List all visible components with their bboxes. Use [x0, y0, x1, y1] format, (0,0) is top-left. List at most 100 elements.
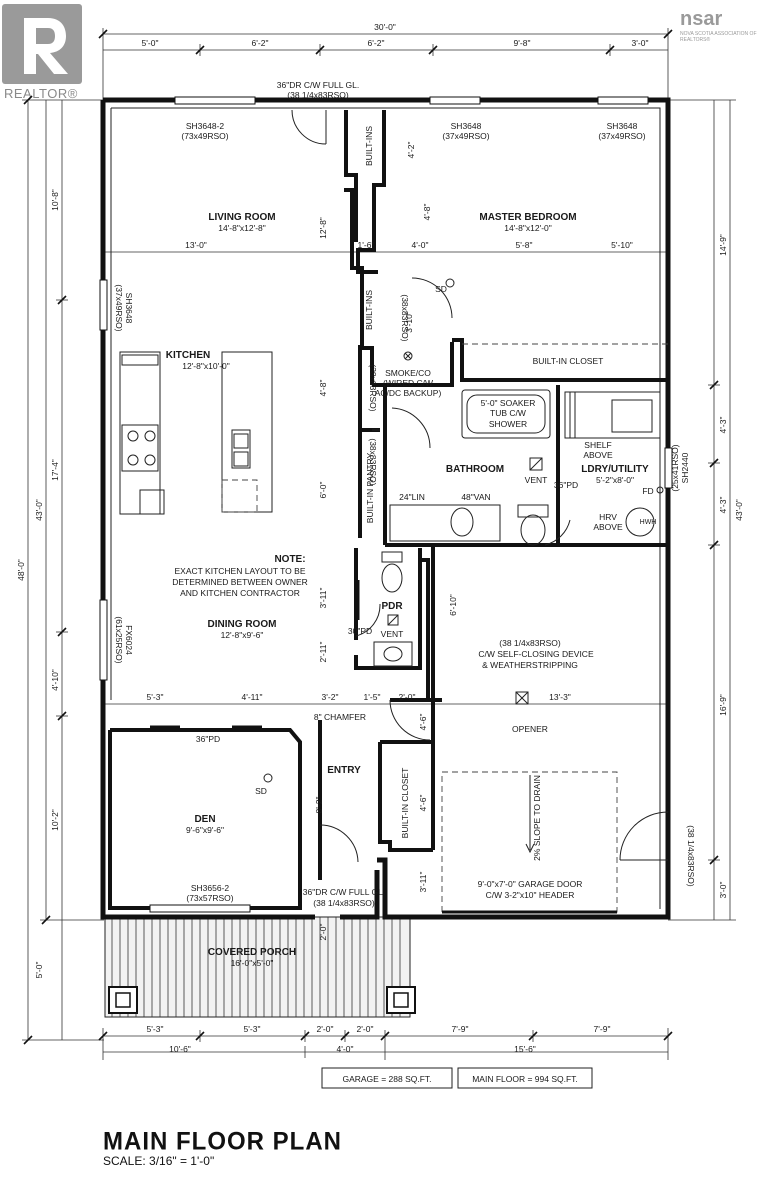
svg-text:16'-9": 16'-9": [718, 694, 728, 716]
toilet-bowl: [520, 514, 546, 546]
svg-text:ABOVE: ABOVE: [593, 522, 623, 532]
svg-text:ABOVE: ABOVE: [583, 450, 613, 460]
smoke-co-detector: [403, 351, 413, 361]
svg-text:(37x49RSO): (37x49RSO): [442, 131, 489, 141]
svg-text:5'-3": 5'-3": [244, 1024, 261, 1034]
covered-porch: [104, 916, 416, 1018]
svg-text:13'-0": 13'-0": [185, 240, 207, 250]
svg-text:AC/DC BACKUP): AC/DC BACKUP): [375, 388, 442, 398]
svg-text:OPENER: OPENER: [512, 724, 548, 734]
svg-text:14'-8"x12'-8": 14'-8"x12'-8": [218, 223, 266, 233]
realtor-logo-mark: [2, 4, 82, 84]
svg-text:5'-3": 5'-3": [147, 692, 164, 702]
vent-icon-pdr: [387, 614, 399, 626]
svg-text:12'-8"x9'-6": 12'-8"x9'-6": [221, 630, 264, 640]
plan-title: MAIN FLOOR PLAN: [103, 1127, 342, 1156]
svg-text:6'-2": 6'-2": [252, 38, 269, 48]
nsar-logo-text: nsar: [680, 8, 723, 30]
svg-text:36"PD: 36"PD: [554, 480, 578, 490]
svg-text:5'-8": 5'-8": [516, 240, 533, 250]
svg-text:(37x49RSO): (37x49RSO): [114, 284, 124, 331]
svg-text:& WEATHERSTRIPPING: & WEATHERSTRIPPING: [482, 660, 578, 670]
svg-text:48'-0": 48'-0": [16, 559, 26, 581]
svg-text:C/W SELF-CLOSING DEVICE: C/W SELF-CLOSING DEVICE: [478, 649, 594, 659]
svg-text:SD: SD: [435, 284, 447, 294]
dining-room-label: DINING ROOM: [208, 619, 277, 630]
svg-text:4'-3": 4'-3": [718, 417, 728, 434]
svg-text:3'-11": 3'-11": [418, 871, 428, 892]
svg-text:8" CHAMFER: 8" CHAMFER: [314, 712, 366, 722]
kitchen-island: [221, 351, 273, 513]
svg-text:BUILT-IN CLOSET: BUILT-IN CLOSET: [533, 356, 604, 366]
svg-text:14'-8"x12'-0": 14'-8"x12'-0": [504, 223, 552, 233]
svg-text:SHOWER: SHOWER: [489, 419, 527, 429]
svg-text:SH3648: SH3648: [607, 121, 638, 131]
svg-text:3'-0": 3'-0": [718, 882, 728, 899]
vanity: [389, 504, 501, 542]
svg-text:7'-9": 7'-9": [452, 1024, 469, 1034]
svg-text:9'-0"x7'-0" GARAGE DOOR: 9'-0"x7'-0" GARAGE DOOR: [478, 879, 583, 889]
svg-text:1'-5": 1'-5": [364, 692, 381, 702]
svg-text:(38 1/4x83RSO): (38 1/4x83RSO): [313, 898, 375, 908]
svg-text:3'-11": 3'-11": [318, 587, 328, 608]
den-label: DEN: [194, 814, 215, 825]
svg-text:BUILT-IN PANTRY: BUILT-IN PANTRY: [365, 452, 375, 523]
door-swings: [291, 109, 669, 863]
svg-text:3'-2": 3'-2": [322, 692, 339, 702]
svg-text:(38x83RSO): (38x83RSO): [400, 294, 410, 341]
svg-text:HRV: HRV: [599, 512, 617, 522]
bath-fixtures: [263, 278, 668, 783]
garage-area-box: [321, 1067, 453, 1089]
realtor-logo: REALTOR®: [0, 0, 90, 104]
svg-text:BUILT-INS: BUILT-INS: [364, 126, 374, 166]
svg-text:BUILT-IN CLOSET: BUILT-IN CLOSET: [400, 768, 410, 839]
svg-text:4'-0": 4'-0": [412, 240, 429, 250]
realtor-logo-text: REALTOR®: [4, 86, 78, 101]
living-room-label: LIVING ROOM: [208, 212, 275, 223]
svg-text:(38x83RSO): (38x83RSO): [368, 364, 378, 411]
svg-text:2'-0": 2'-0": [317, 1024, 334, 1034]
toilet-tank: [517, 504, 549, 518]
laundry-label: LDRY/UTILITY: [581, 464, 649, 475]
svg-text:SH3648-2: SH3648-2: [186, 121, 225, 131]
svg-text:43'-0": 43'-0": [34, 499, 44, 521]
svg-text:2'-0": 2'-0": [318, 924, 328, 941]
svg-text:36"DR C/W FULL GL.: 36"DR C/W FULL GL.: [303, 887, 386, 897]
svg-text:5'-0": 5'-0": [34, 962, 44, 979]
svg-text:10'-6": 10'-6": [169, 1044, 191, 1054]
svg-text:VENT: VENT: [525, 475, 548, 485]
svg-text:5'-0" SOAKER: 5'-0" SOAKER: [481, 398, 536, 408]
svg-text:SH3648: SH3648: [451, 121, 482, 131]
svg-text:(38 1/4x83RSO): (38 1/4x83RSO): [499, 638, 561, 648]
svg-text:4'-8": 4'-8": [318, 380, 328, 397]
porch-post-left: [108, 986, 138, 1014]
svg-text:3'-10": 3'-10": [404, 311, 414, 333]
svg-text:2'-11": 2'-11": [318, 641, 328, 662]
pocket-doors: [150, 580, 360, 729]
svg-text:EXACT KITCHEN LAYOUT TO BE: EXACT KITCHEN LAYOUT TO BE: [175, 566, 306, 576]
stove-icon: [121, 424, 159, 472]
svg-text:6'-0": 6'-0": [318, 482, 328, 499]
svg-text:5'-3": 5'-3": [147, 1024, 164, 1034]
svg-text:DETERMINED BETWEEN OWNER: DETERMINED BETWEEN OWNER: [172, 577, 308, 587]
svg-text:1'-6": 1'-6": [358, 240, 375, 250]
svg-text:SH2440: SH2440: [680, 452, 690, 483]
svg-text:6'-2": 6'-2": [368, 38, 385, 48]
svg-text:4'-0": 4'-0": [337, 1044, 354, 1054]
vertical-dimension-labels: 48'-0" 43'-0" 10'-8" 17'-4" 4'-10" 10'-2…: [16, 142, 744, 979]
bathroom-label: BATHROOM: [446, 464, 504, 475]
svg-text:5'-10": 5'-10": [611, 240, 633, 250]
plan-scale: SCALE: 3/16" = 1'-0": [103, 1154, 215, 1168]
title-block: MAIN FLOOR PLAN SCALE: 3/16" = 1'-0": [103, 1127, 342, 1168]
entry-label: ENTRY: [327, 765, 361, 776]
svg-text:4'-6": 4'-6": [418, 795, 428, 812]
svg-text:FD: FD: [642, 486, 653, 496]
svg-text:4'-11": 4'-11": [241, 692, 262, 702]
svg-text:36"PD: 36"PD: [196, 734, 220, 744]
svg-text:14'-9": 14'-9": [718, 234, 728, 256]
svg-text:(37x49RSO): (37x49RSO): [598, 131, 645, 141]
dimension-labels: 30'-0" 5'-0" 6'-2" 6'-2" 9'-8" 3'-0" 13'…: [142, 22, 649, 1054]
pdr-label: PDR: [381, 601, 403, 612]
main-floor-area-box: [457, 1067, 593, 1089]
svg-text:7'-9": 7'-9": [594, 1024, 611, 1034]
